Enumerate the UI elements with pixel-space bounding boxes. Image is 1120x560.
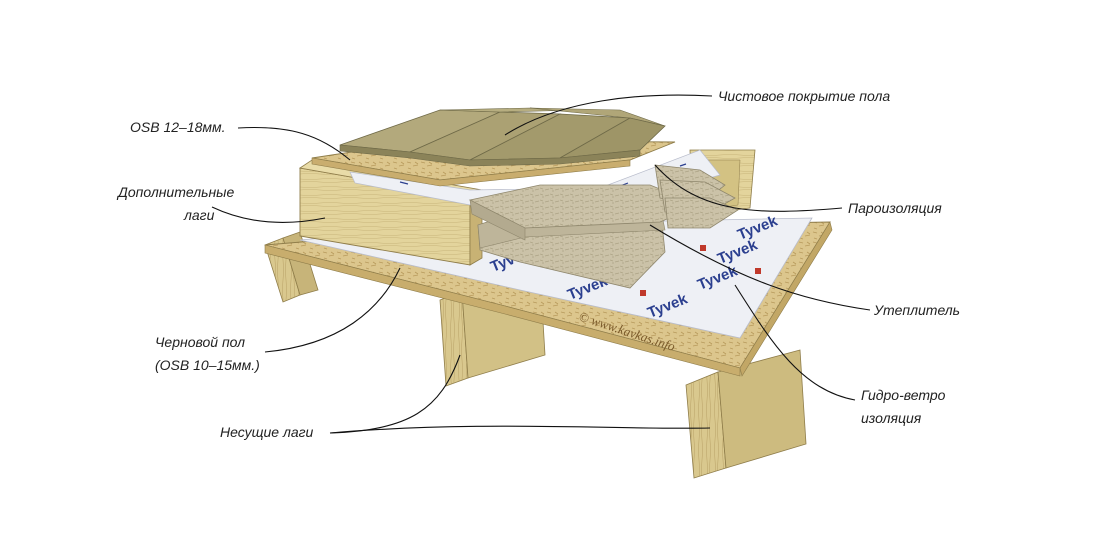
bearing-joist-front-right bbox=[685, 349, 807, 479]
leader-finish-floor bbox=[504, 94, 713, 136]
bearing-joists bbox=[264, 231, 807, 479]
insulation bbox=[468, 164, 739, 289]
membrane-red-mark bbox=[640, 290, 646, 296]
label-osb-top: OSB 12–18мм. bbox=[130, 119, 225, 135]
label-insulation: Утеплитель bbox=[873, 302, 960, 318]
label-extra-joists-line2: лаги bbox=[183, 207, 215, 223]
label-subfloor-line1: Черновой пол bbox=[155, 334, 245, 350]
leader-lines bbox=[211, 94, 871, 434]
leader-extra-joists bbox=[211, 206, 326, 223]
leader-vapor-barrier bbox=[654, 164, 843, 212]
labels: Чистовое покрытие пола OSB 12–18мм. Допо… bbox=[116, 88, 960, 440]
membrane-red-mark bbox=[700, 245, 706, 251]
leader-bearing-joists-2 bbox=[329, 425, 711, 434]
label-wind-water-line2: изоляция bbox=[861, 410, 922, 426]
label-bearing-joists: Несущие лаги bbox=[220, 424, 314, 440]
leader-osb-top bbox=[237, 126, 351, 161]
label-finish-floor: Чистовое покрытие пола bbox=[718, 88, 890, 104]
membrane-red-mark bbox=[755, 268, 761, 274]
label-subfloor-line2: (OSB 10–15мм.) bbox=[155, 357, 260, 373]
leader-bearing-joists-1 bbox=[329, 354, 461, 434]
leader-subfloor bbox=[264, 267, 401, 353]
leader-insulation bbox=[649, 224, 871, 311]
finish-floor-boards bbox=[339, 107, 666, 167]
label-wind-water-line1: Гидро-ветро bbox=[861, 387, 946, 403]
label-vapor-barrier: Пароизоляция bbox=[848, 200, 942, 216]
leader-wind-water bbox=[734, 284, 856, 401]
label-extra-joists-line1: Дополнительные bbox=[116, 184, 234, 200]
